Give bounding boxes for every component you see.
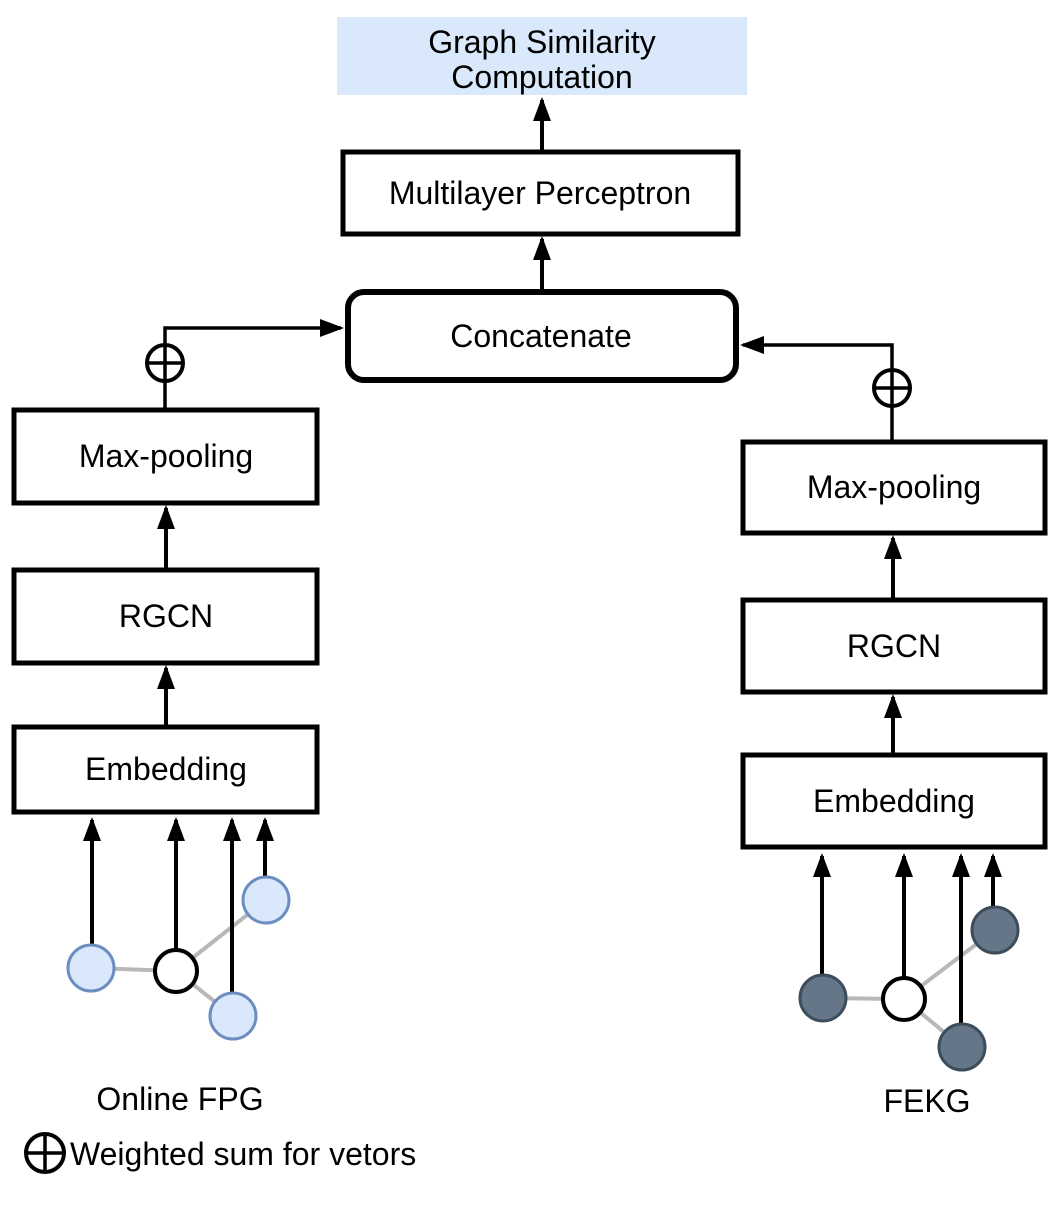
right-node-arrows bbox=[813, 853, 1002, 1024]
left-max-pooling-label: Max-pooling bbox=[79, 438, 253, 474]
arrow-right-weighted-sum-to-concatenate bbox=[740, 336, 894, 370]
right-graph-label: FEKG bbox=[883, 1083, 970, 1119]
right-rgcn-label: RGCN bbox=[847, 628, 941, 664]
graph-node-white bbox=[153, 948, 199, 994]
left-embedding-box bbox=[11, 724, 320, 815]
right-max-pooling-label: Max-pooling bbox=[807, 469, 981, 505]
multilayer-perceptron-box bbox=[340, 149, 741, 237]
weighted-sum-icon-right bbox=[872, 368, 912, 408]
weighted-sum-icon-legend bbox=[24, 1132, 66, 1174]
graph-similarity-computation-box bbox=[337, 17, 747, 95]
legend-text: Weighted sum for vetors bbox=[70, 1136, 416, 1172]
left-max-pooling-box bbox=[11, 407, 320, 506]
left-graph-nodes bbox=[66, 875, 291, 1041]
graph-node-dark bbox=[937, 1022, 987, 1072]
left-rgcn-label: RGCN bbox=[119, 598, 213, 634]
concatenate-label: Concatenate bbox=[450, 318, 631, 354]
arrow-left-weighted-sum-to-concatenate bbox=[163, 319, 344, 345]
right-rgcn-box bbox=[740, 597, 1048, 695]
left-embedding-label: Embedding bbox=[85, 751, 247, 787]
graph-node-light bbox=[208, 991, 258, 1041]
right-embedding-box bbox=[740, 752, 1048, 850]
graph-node-dark bbox=[798, 973, 848, 1023]
right-graph-nodes bbox=[798, 905, 1020, 1072]
multilayer-perceptron-label: Multilayer Perceptron bbox=[389, 175, 691, 211]
left-graph-label: Online FPG bbox=[96, 1081, 263, 1117]
left-rgcn-box bbox=[11, 567, 320, 666]
graph-similarity-computation-label-line1: Graph Similarity bbox=[428, 24, 656, 60]
graph-node-white bbox=[881, 976, 927, 1022]
right-max-pooling-box bbox=[740, 439, 1048, 536]
graph-similarity-computation-label-line2: Computation bbox=[451, 59, 632, 95]
graph-node-light bbox=[241, 875, 291, 925]
graph-node-dark bbox=[970, 905, 1020, 955]
right-embedding-label: Embedding bbox=[813, 783, 975, 819]
weighted-sum-icon-left bbox=[145, 343, 185, 383]
graph-node-light bbox=[66, 943, 116, 993]
left-node-arrows bbox=[83, 817, 274, 993]
concatenate-box bbox=[345, 289, 739, 383]
